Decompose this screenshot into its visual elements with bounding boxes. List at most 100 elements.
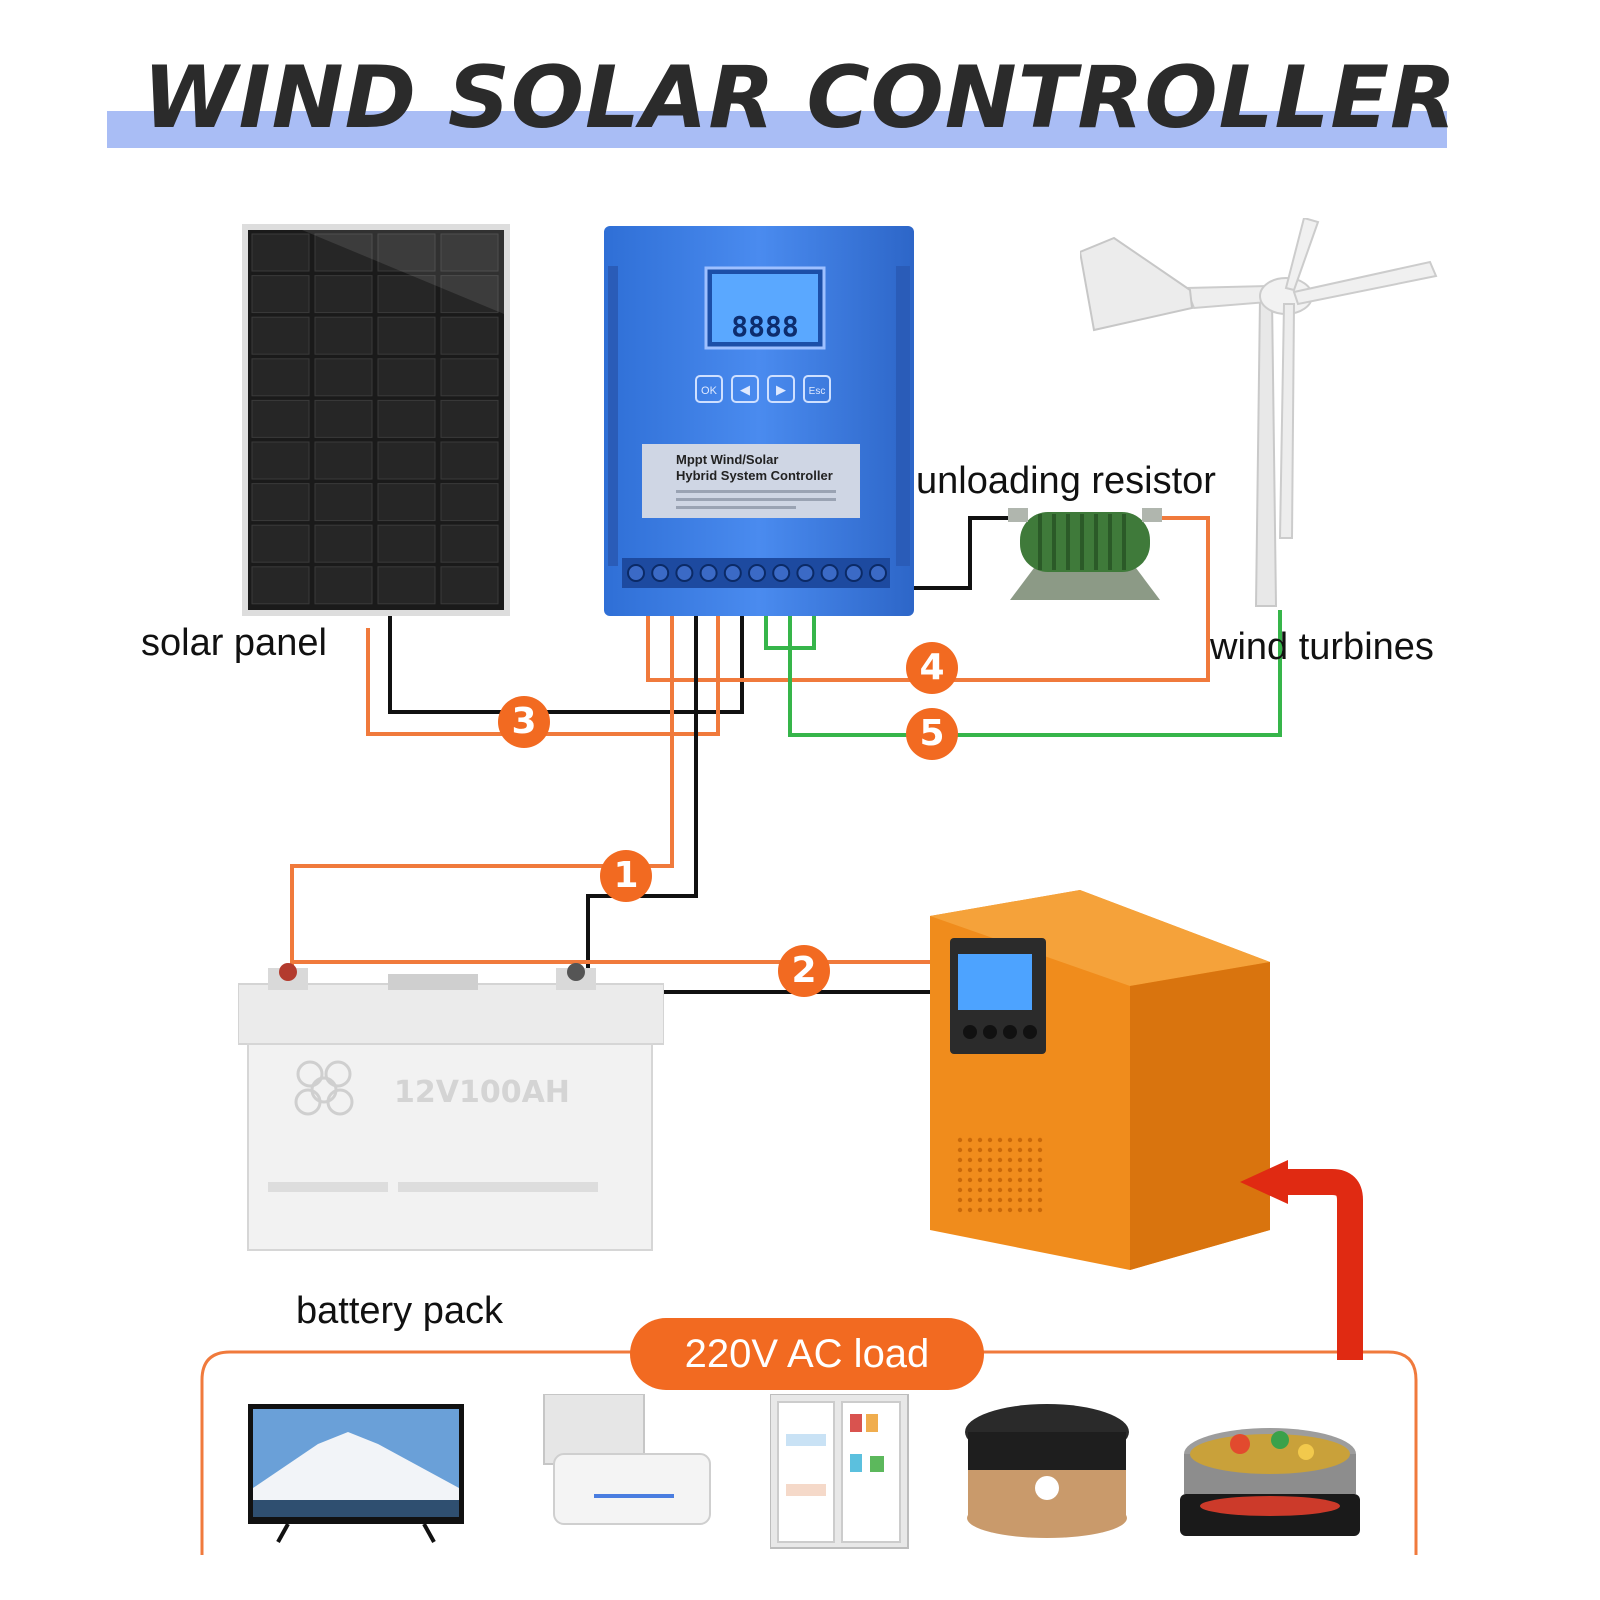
solar-cell — [314, 524, 373, 563]
vent-hole — [967, 1157, 973, 1163]
wire-1-black — [586, 588, 698, 992]
solar-cell — [314, 358, 373, 397]
wire-3-black — [388, 588, 744, 714]
vent-hole — [1017, 1207, 1023, 1213]
button-esc — [803, 375, 831, 403]
connection-badge-2: 2 — [778, 945, 830, 997]
vent-hole — [997, 1137, 1003, 1143]
solar-cell — [314, 233, 373, 272]
vent-hole — [1017, 1157, 1023, 1163]
solar-cell — [440, 233, 499, 272]
vent-hole — [967, 1177, 973, 1183]
solar-cell — [440, 275, 499, 314]
vent-hole — [1027, 1157, 1033, 1163]
wire-4-orange — [646, 516, 1210, 682]
hybrid-controller: 8888 OK ◀ ▶ Esc Mppt Wind/Solar Hybrid S… — [604, 226, 914, 616]
terminal-screw — [723, 564, 742, 582]
vent-hole — [1007, 1207, 1013, 1213]
battery-pack-icon: 12V100AH — [238, 963, 664, 1251]
power-arrow-icon — [1240, 1160, 1363, 1360]
controller-button-row: OK ◀ ▶ Esc — [695, 375, 831, 403]
vent-hole — [987, 1207, 993, 1213]
vent-hole — [987, 1157, 993, 1163]
terminal-screw — [675, 564, 694, 582]
solar-cell — [314, 483, 373, 522]
solar-cell — [377, 275, 436, 314]
terminal-screw — [748, 564, 766, 582]
solar-cell — [377, 358, 436, 397]
vent-hole — [1017, 1137, 1023, 1143]
vent-hole — [977, 1167, 983, 1173]
svg-text:▶: ▶ — [776, 383, 786, 398]
vent-hole — [977, 1187, 983, 1193]
vent-hole — [1037, 1187, 1043, 1193]
wire-5-green-b — [788, 588, 1282, 737]
vent-hole — [957, 1177, 963, 1183]
vent-hole — [1017, 1167, 1023, 1173]
solar-cell — [377, 399, 436, 438]
vent-hole — [1007, 1197, 1013, 1203]
solar-cell — [251, 316, 310, 355]
inverter-vent — [957, 1137, 1043, 1213]
vent-hole — [997, 1197, 1003, 1203]
vent-hole — [957, 1137, 963, 1143]
vent-hole — [1007, 1137, 1013, 1143]
vent-hole — [1037, 1167, 1043, 1173]
solar-cell — [314, 566, 373, 605]
vent-hole — [977, 1177, 983, 1183]
vent-hole — [987, 1187, 993, 1193]
vent-hole — [967, 1137, 973, 1143]
solar-cell — [251, 358, 310, 397]
vent-hole — [1007, 1157, 1013, 1163]
vent-hole — [1017, 1187, 1023, 1193]
wire-4-black — [886, 516, 1012, 590]
solar-cell — [377, 441, 436, 480]
terminal-screw — [869, 564, 887, 582]
button-right — [767, 375, 795, 403]
solar-cell — [440, 566, 499, 605]
solar-cell — [440, 399, 499, 438]
vent-hole — [957, 1187, 963, 1193]
label-solar-panel: solar panel — [141, 622, 327, 664]
vent-hole — [1037, 1157, 1043, 1163]
controller-name-line2: Hybrid System Controller — [676, 468, 833, 483]
solar-cell — [314, 275, 373, 314]
vent-hole — [997, 1177, 1003, 1183]
battery-flower-logo — [294, 1060, 354, 1116]
solar-cell — [440, 483, 499, 522]
svg-text:Esc: Esc — [809, 386, 826, 397]
connection-badge-1: 1 — [600, 850, 652, 902]
title-band — [107, 111, 1447, 148]
ac-load-label: 220V AC load — [630, 1318, 984, 1390]
vent-hole — [977, 1207, 983, 1213]
vent-hole — [957, 1157, 963, 1163]
solar-cell — [440, 358, 499, 397]
vent-hole — [987, 1147, 993, 1153]
rice-cooker-icon — [965, 1404, 1129, 1538]
terminal-screw — [772, 564, 791, 582]
label-wind-turbines: wind turbines — [1210, 626, 1434, 668]
vent-hole — [1017, 1177, 1023, 1183]
vent-hole — [1037, 1197, 1043, 1203]
solar-cell — [314, 399, 373, 438]
solar-cell — [314, 441, 373, 480]
vent-hole — [957, 1197, 963, 1203]
television-icon — [248, 1404, 464, 1543]
vent-hole — [987, 1197, 993, 1203]
terminal-screw — [820, 564, 839, 582]
vent-hole — [967, 1147, 973, 1153]
vent-hole — [1027, 1147, 1033, 1153]
solar-cell — [251, 233, 310, 272]
vent-hole — [997, 1207, 1003, 1213]
vent-hole — [1037, 1207, 1043, 1213]
label-battery-pack: battery pack — [296, 1290, 503, 1332]
vent-hole — [957, 1167, 963, 1173]
vent-hole — [967, 1207, 973, 1213]
vent-hole — [1017, 1197, 1023, 1203]
solar-panel-icon — [242, 224, 510, 616]
button-left — [731, 375, 759, 403]
terminal-screw — [796, 564, 815, 582]
wind-turbine-icon — [1080, 218, 1438, 607]
vent-hole — [1027, 1187, 1033, 1193]
